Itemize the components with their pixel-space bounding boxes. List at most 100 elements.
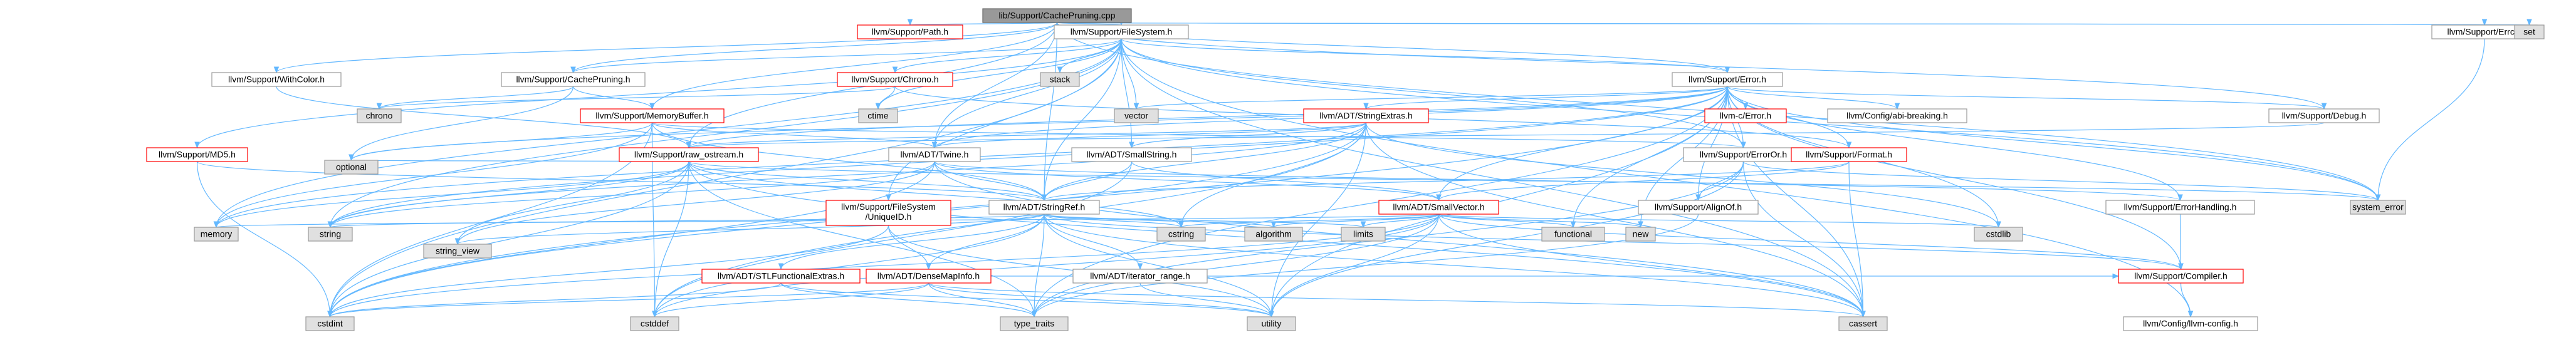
node-twine[interactable]: llvm/ADT/Twine.h [888,147,981,162]
node-label: stack [1050,75,1071,85]
node-box [2105,200,2255,215]
edge-line [457,161,935,245]
node-fs[interactable]: llvm/Support/FileSystem.h [1054,24,1189,39]
node-set[interactable]: set [2514,24,2545,39]
node-vector[interactable]: vector [1114,108,1159,123]
edge-arrowhead [1041,194,1047,202]
edge-arrowhead [1363,103,1369,110]
node-chrono[interactable]: chrono [357,108,402,123]
node-limits[interactable]: limits [1341,227,1386,242]
edge-line [1727,86,1864,317]
node-optional[interactable]: optional [324,160,379,175]
node-densemapinfo[interactable]: llvm/ADT/DenseMapInfo.h [866,269,992,284]
node-ctime[interactable]: ctime [858,108,898,123]
edge-arrowhead [1129,141,1134,149]
edge-arrowhead [194,141,200,149]
node-algorithm[interactable]: algorithm [1244,227,1303,242]
node-label: llvm/Config/llvm-config.h [2143,319,2238,329]
node-stringref[interactable]: llvm/ADT/StringRef.h [988,200,1100,215]
edge-line [1044,122,1367,201]
edge-stringref-to-iteratorrange [1044,214,1143,270]
node-md5[interactable]: llvm/Support/MD5.h [146,147,248,162]
node-stringextras[interactable]: llvm/ADT/StringExtras.h [1303,108,1429,123]
edge-arrowhead [778,263,784,270]
node-llvmconfig[interactable]: llvm/Config/llvm-config.h [2123,316,2258,331]
edge-line [196,161,331,317]
node-errc[interactable]: llvm/Support/Errc.h [2431,24,2538,39]
node-erroror[interactable]: llvm/Support/ErrorOr.h [1683,147,1804,162]
node-label: llvm/Support/WithColor.h [228,75,325,85]
edge-arrowhead [1133,103,1139,110]
node-stlfunc[interactable]: llvm/ADT/STLFunctionalExtras.h [701,269,861,284]
node-label: llvm/Support/FileSystem.h [1071,27,1173,37]
node-systemerror[interactable]: system_error [2350,200,2406,215]
node-label: ctime [867,111,889,121]
node-label: llvm/Support/MD5.h [159,150,236,160]
edge-line [654,161,1133,317]
node-new[interactable]: new [1625,227,1656,242]
node-root[interactable]: lib/Support/CachePruning.cpp [982,8,1132,23]
edge-line [1697,161,1744,201]
node-memorybuffer[interactable]: llvm/Support/MemoryBuffer.h [580,108,725,123]
edge-arrowhead [2112,273,2120,279]
node-box [1114,108,1159,123]
node-cstddef[interactable]: cstddef [630,316,679,331]
edge-format-to-stringref [1041,161,1850,202]
edge-errorh-to-stringextras [1363,86,1728,110]
edge-fs-to-stringref [1041,38,1122,202]
edge-arrowhead [1360,221,1366,229]
node-chronoh[interactable]: llvm/Support/Chrono.h [837,72,953,87]
edge-line [1438,161,1850,201]
edge-line [1727,86,1898,110]
node-functional[interactable]: functional [1541,227,1605,242]
node-compiler[interactable]: llvm/Support/Compiler.h [2118,269,2244,284]
edge-line [1363,214,1440,228]
node-cstring[interactable]: cstring [1156,227,1206,242]
node-smallvector[interactable]: llvm/ADT/SmallVector.h [1378,200,1499,215]
node-label: cassert [1849,319,1877,329]
node-errorhandling[interactable]: llvm/Support/ErrorHandling.h [2105,200,2255,215]
node-cstdlib[interactable]: cstdlib [1974,227,2023,242]
node-path[interactable]: llvm/Support/Path.h [857,24,963,39]
node-withcolor[interactable]: llvm/Support/WithColor.h [211,72,342,87]
node-label: llvm/Support/Error.h [1689,75,1766,85]
node-stack[interactable]: stack [1040,72,1080,87]
node-cachepruning[interactable]: llvm/Support/CachePruning.h [501,72,646,87]
edge-cachepruning-to-optional [348,86,574,162]
node-uniqueid[interactable]: llvm/Support/FileSystem/UniqueID.h [825,200,951,226]
node-box [701,269,861,284]
node-typetraits[interactable]: type_traits [1000,316,1069,331]
node-label: string_view [436,246,480,256]
edge-line [1131,161,1440,201]
node-cerror[interactable]: llvm-c/Error.h [1704,108,1787,123]
edge-line [216,38,1122,228]
edge-line [1697,86,1728,201]
edge-line [1438,214,1641,228]
node-stringview[interactable]: string_view [423,244,492,259]
node-format[interactable]: llvm/Support/Format.h [1791,147,1907,162]
node-smallstring[interactable]: llvm/ADT/SmallString.h [1071,147,1192,162]
edge-arrowhead [1057,66,1063,74]
node-utility[interactable]: utility [1247,316,1296,331]
node-box [888,147,981,162]
edge-line [1044,214,1182,228]
node-box [1054,24,1189,39]
node-label: llvm/Support/Path.h [872,27,948,37]
node-memory[interactable]: memory [194,227,239,242]
edge-twine-to-smallvector [934,161,1442,202]
node-rawostream[interactable]: llvm/Support/raw_ostream.h [619,147,759,162]
edge-arrowhead [1894,103,1900,110]
edge-line [654,214,1440,317]
node-alignof[interactable]: llvm/Support/AlignOf.h [1638,200,1759,215]
node-string[interactable]: string [308,227,353,242]
edge-memorybuffer-to-memory [213,122,653,229]
node-cassert[interactable]: cassert [1838,316,1888,331]
edge-debugh-to-rawostream [686,122,2325,149]
node-cstdint[interactable]: cstdint [305,316,355,331]
node-abibreaking[interactable]: llvm/Config/abi-breaking.h [1827,108,1967,123]
node-debugh[interactable]: llvm/Support/Debug.h [2268,108,2380,123]
node-iteratorrange[interactable]: llvm/ADT/iterator_range.h [1072,269,1208,284]
node-box [2268,108,2380,123]
node-errorh[interactable]: llvm/Support/Error.h [1672,72,1783,87]
edge-root-to-stringref [1041,22,1058,202]
